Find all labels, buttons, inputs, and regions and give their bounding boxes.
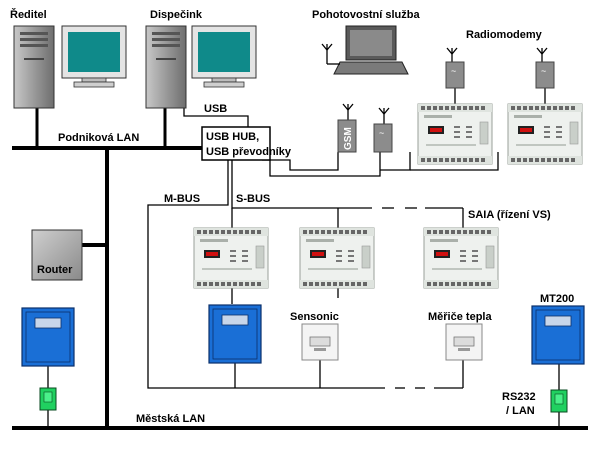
antenna-icon [536,47,548,62]
router-icon [31,229,83,281]
heat-meter: Měřiče tepla [428,311,492,361]
mbus-line [147,160,385,389]
heat-meters-label: Měřiče tepla [428,311,492,323]
dispatch-label: Dispečink [150,9,203,21]
hub-gsm-link [262,152,339,171]
radio-plc-2 [507,103,583,165]
dispatch-workstation: Dispečink [145,9,257,109]
saia-label: SAIA (řízení VS) [468,209,551,221]
crt-monitor-icon [191,25,257,88]
hub-label-line2: USB převodníky [206,146,292,158]
mbus-cabinet [208,304,262,364]
heat-meter-icon [445,323,483,361]
sensonic-label: Sensonic [290,311,339,323]
sensonic-meter: Sensonic [290,311,339,361]
mt200-unit: MT200 RS232 / LAN [502,293,585,417]
standby-service: Pohotovostní služba [312,9,420,75]
left-cabinet [21,307,75,367]
laptop-icon [333,25,409,75]
usb-label: USB [204,103,227,115]
saia-plc-2 [299,227,375,289]
radiomodem-1: ~ [445,47,465,89]
mt200-cabinet [531,305,585,365]
hub-label-line1: USB HUB, [206,131,259,143]
lan-sub-label: / LAN [506,405,535,417]
antenna-icon [378,107,390,124]
director-label: Ředitel [10,8,47,21]
router: Router [31,229,83,281]
svg-text:~: ~ [451,66,456,76]
router-label: Router [37,264,73,276]
rs232-label: RS232 [502,391,536,403]
gsm-modem: GSM [337,103,357,153]
svg-text:~: ~ [541,66,546,76]
radiomodem-icon [445,61,465,89]
antenna-icon [342,103,354,120]
pc-tower-icon [145,25,187,109]
saia-plc-3 [423,227,499,289]
antenna-icon [446,47,458,62]
standby-label: Pohotovostní služba [312,9,420,21]
gsm-icon [337,119,357,153]
saia-plc-1 [193,227,269,289]
right-bus-link [410,152,499,171]
director-workstation: Ředitel [10,8,127,109]
radio-to-plc-link [380,152,411,171]
mt200-label: MT200 [540,293,574,305]
hub-radiomodem: ~ [373,107,393,153]
sbus-label: S-BUS [236,193,270,205]
mbus-label: M-BUS [164,193,200,205]
city-lan-label: Městská LAN [136,413,205,425]
gsm-label: GSM [343,127,354,150]
hub-radio-link [269,152,381,177]
company-lan-label: Podniková LAN [58,132,139,144]
radiomodem-icon [373,123,393,153]
antenna-icon [321,43,340,65]
crt-monitor-icon [61,25,127,88]
svg-text:~: ~ [379,128,384,138]
heat-meter-icon [301,323,339,361]
radiomodem-2: ~ [535,47,555,89]
pc-tower-icon [13,25,55,109]
radiomodems-label: Radiomodemy [466,29,543,41]
radiomodem-icon [535,61,555,89]
usb-hub-box: USB HUB, USB převodníky [201,126,292,161]
radio-plc-1 [417,103,493,165]
